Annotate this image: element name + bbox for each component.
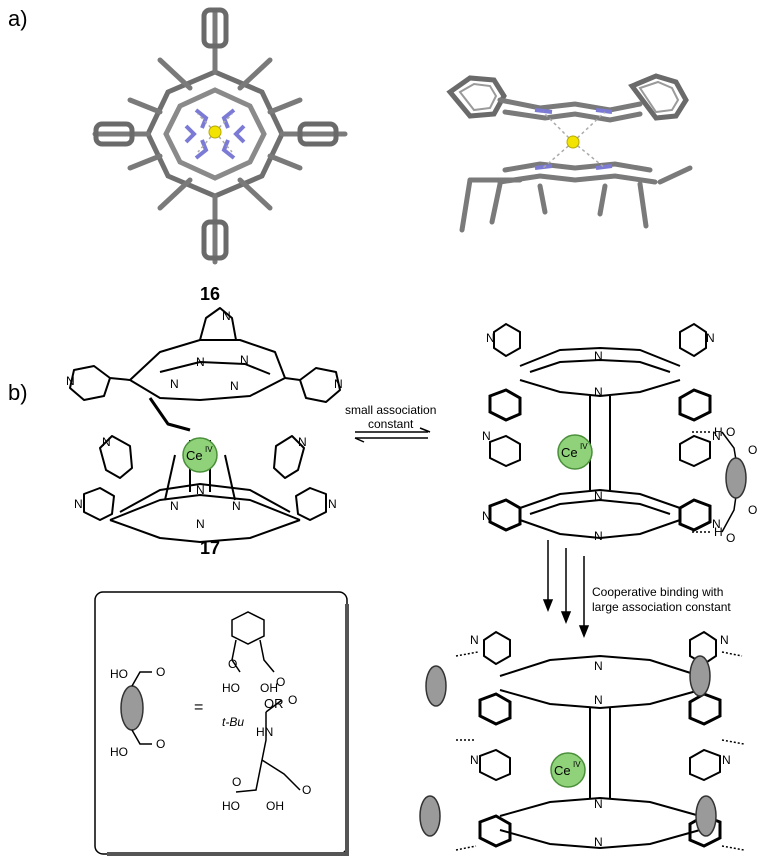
down-arrows-icon [542, 540, 590, 639]
svg-text:O: O [276, 675, 285, 689]
svg-text:N: N [232, 499, 241, 513]
compound-17-label: 17 [200, 538, 221, 558]
structure-16-side-coordination [542, 111, 606, 169]
cerium-atom-monobound-icon [557, 434, 593, 470]
svg-text:N: N [720, 633, 729, 647]
legend-tbu: t-Bu [222, 715, 244, 729]
svg-text:N: N [334, 377, 343, 391]
svg-text:N: N [594, 349, 603, 363]
hbond-label-bottom: H [714, 525, 723, 539]
cerium-ox-monobound: IV [580, 442, 588, 451]
metal-center-icon [208, 125, 222, 139]
svg-text:N: N [240, 353, 249, 367]
structure-16-coordination [197, 113, 233, 153]
oxygen-label-carbonyl-top: O [748, 443, 757, 457]
svg-text:N: N [196, 483, 205, 497]
svg-text:O: O [232, 775, 241, 789]
structure-16-nitrogens [184, 108, 246, 160]
fully-bound-hbonds [455, 651, 745, 851]
equilibrium-text-2: constant [368, 417, 414, 431]
svg-text:HO: HO [110, 745, 128, 759]
svg-text:N: N [594, 489, 603, 503]
complex-monobound-n-labels: N N N N N N N N N N [482, 331, 721, 543]
svg-text:N: N [74, 497, 83, 511]
equilibrium-arrows-icon [354, 427, 431, 443]
legend-atom-labels: HO O HO O HO OH O O HN O HO OH O O [110, 657, 311, 813]
svg-text:O: O [156, 737, 165, 751]
panel-a-label: a) [8, 6, 28, 31]
metal-center-side-icon [566, 135, 580, 149]
svg-text:N: N [706, 331, 715, 345]
svg-text:N: N [222, 309, 231, 323]
svg-text:N: N [66, 374, 75, 388]
svg-text:N: N [722, 753, 731, 767]
svg-text:N: N [594, 835, 603, 849]
fully-bound-n-labels: N N N N N N N N [470, 633, 731, 849]
panel-b-label: b) [8, 380, 28, 405]
svg-text:N: N [170, 499, 179, 513]
svg-text:O: O [302, 783, 311, 797]
svg-text:HO: HO [222, 681, 240, 695]
svg-text:N: N [594, 797, 603, 811]
svg-text:N: N [102, 435, 111, 449]
legend-spacer-icon [120, 685, 144, 731]
cerium-label-monobound: Ce [561, 445, 578, 460]
svg-text:N: N [486, 331, 495, 345]
oxygen-label-bottom: O [726, 531, 735, 545]
svg-text:N: N [196, 517, 205, 531]
ellipsoid-spacer-icon [725, 457, 747, 499]
svg-text:N: N [712, 429, 721, 443]
oxygen-label-carbonyl-bottom: O [748, 503, 757, 517]
svg-text:OH: OH [260, 681, 278, 695]
cerium-atom-icon [182, 437, 218, 473]
svg-text:HO: HO [110, 667, 128, 681]
cerium-ox-17: IV [205, 445, 213, 454]
svg-text:N: N [328, 497, 337, 511]
complex-monobound [488, 322, 712, 540]
fully-bound-spacers [419, 655, 717, 837]
cerium-label-17: Ce [186, 448, 203, 463]
equilibrium-text-1: small association [345, 403, 436, 417]
complex-fully-bound [478, 630, 722, 850]
svg-text:O: O [156, 665, 165, 679]
structure-16-top-view [92, 7, 348, 265]
svg-text:N: N [482, 509, 491, 523]
legend-carboxylic-bonds [131, 611, 301, 793]
svg-text:O: O [288, 693, 297, 707]
svg-text:N: N [594, 659, 603, 673]
svg-text:HO: HO [222, 799, 240, 813]
svg-text:N: N [594, 385, 603, 399]
svg-text:N: N [470, 753, 479, 767]
cerium-label-bound: Ce [554, 763, 571, 778]
legend-or: OR [264, 696, 284, 711]
svg-text:N: N [170, 377, 179, 391]
oxygen-label-top: O [726, 425, 735, 439]
svg-text:O: O [228, 657, 237, 671]
legend-equals: = [194, 699, 203, 716]
cooperative-text-1: Cooperative binding with [592, 585, 723, 599]
svg-text:N: N [594, 693, 603, 707]
svg-text:OH: OH [266, 799, 284, 813]
cerium-ox-bound: IV [573, 760, 581, 769]
svg-text:N: N [712, 517, 721, 531]
svg-text:N: N [230, 379, 239, 393]
svg-text:N: N [482, 429, 491, 443]
compound-16-label: 16 [200, 284, 221, 304]
svg-text:HN: HN [256, 725, 273, 739]
svg-text:N: N [298, 435, 307, 449]
svg-text:N: N [196, 355, 205, 369]
hbond-right-monobound [692, 431, 737, 533]
structure-16-side-view [446, 73, 693, 233]
cooperative-text-2: large association constant [592, 600, 731, 614]
cerium-atom-bound-icon [550, 752, 586, 788]
svg-text:N: N [470, 633, 479, 647]
svg-text:N: N [594, 529, 603, 543]
hbond-label-top: H [714, 425, 723, 439]
